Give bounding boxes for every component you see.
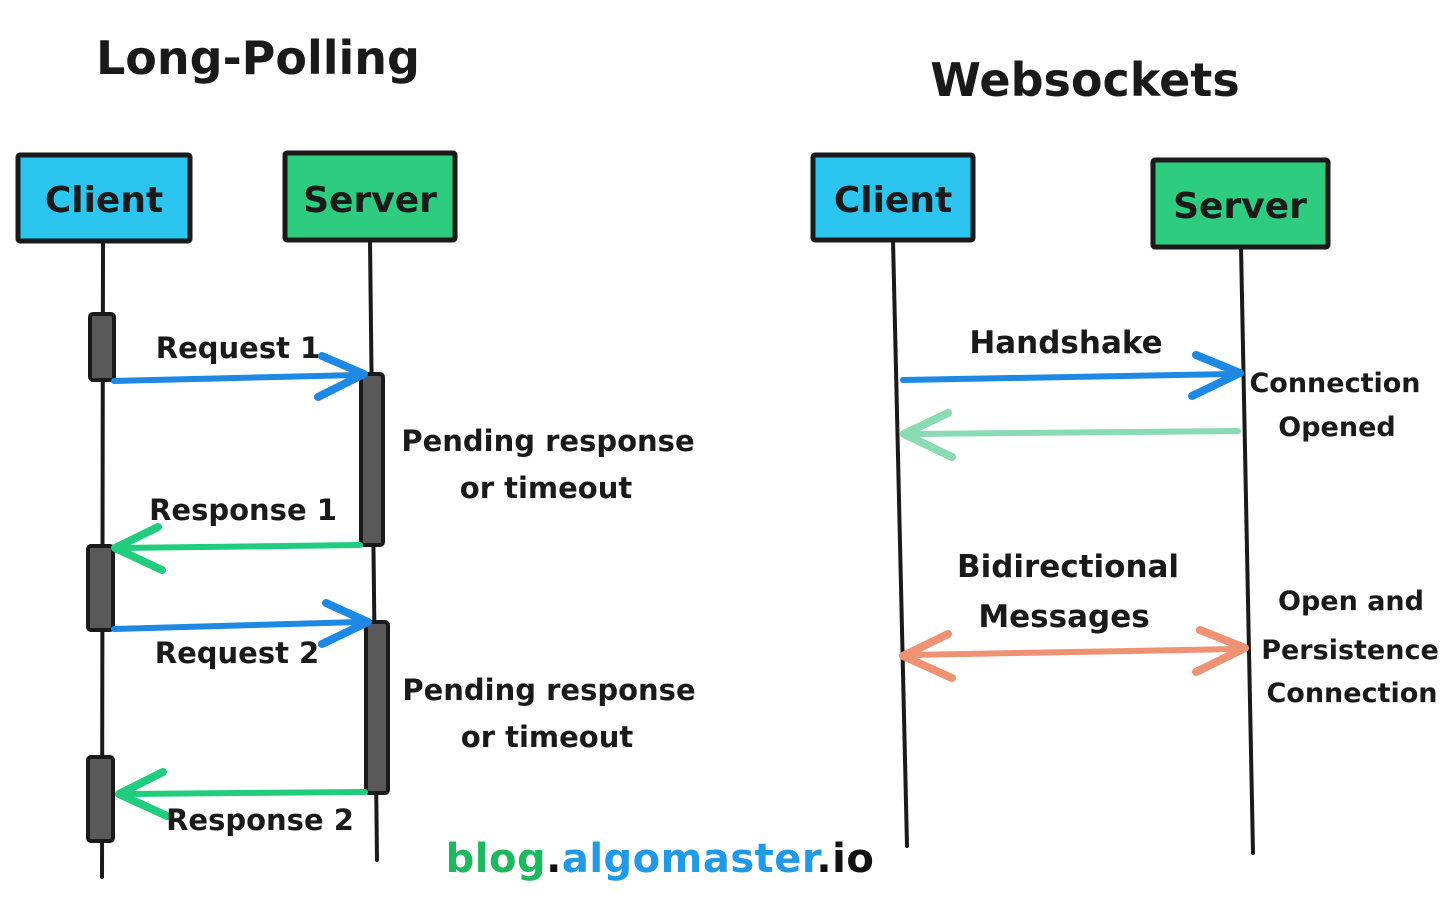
websockets-title: Websockets — [930, 53, 1239, 107]
response-2-label: Response 2 — [166, 803, 354, 837]
response-2-arrow-shaft — [122, 789, 368, 797]
bidirectional-label-line-1: Bidirectional — [957, 549, 1179, 585]
lp-client-activation-1 — [88, 312, 116, 382]
bidirectional-arrow-head-right — [1192, 626, 1249, 676]
lp-pending-note-1: Pending response or timeout — [401, 424, 694, 505]
request-2-arrow-head — [318, 599, 372, 648]
lp-message-request-1: Request 1 — [111, 331, 368, 401]
bidirectional-arrow-head-left — [899, 630, 956, 682]
pending-note-1-line-1: Pending response — [401, 424, 694, 458]
connection-opened-note-line-1: Connection — [1249, 368, 1420, 399]
ws-connection-opened-message: Connection Opened — [900, 368, 1421, 461]
long-polling-title: Long-Polling — [96, 31, 420, 85]
websockets-panel: Websockets Client Server Handshake Conne… — [810, 53, 1439, 855]
open-persistence-note-line-3: Connection — [1266, 678, 1437, 709]
logo-blog-segment: blog — [446, 836, 546, 882]
open-persistence-note-line-2: Persistence — [1261, 635, 1439, 666]
lp-pending-note-2: Pending response or timeout — [402, 673, 695, 754]
pending-note-1-line-2: or timeout — [460, 471, 633, 505]
lp-client-actor: Client — [15, 152, 193, 244]
ws-handshake-message: Handshake — [900, 325, 1244, 400]
ws-server-lifeline — [1239, 245, 1255, 855]
lp-server-actor: Server — [282, 150, 458, 243]
ws-server-box — [1150, 157, 1331, 250]
footer-logo: blog.algomaster.io — [446, 836, 875, 882]
pending-note-2-line-2: or timeout — [461, 720, 634, 754]
lp-server-box — [282, 150, 458, 243]
bidirectional-label-line-2: Messages — [978, 599, 1149, 635]
connection-opened-arrow-shaft — [909, 428, 1241, 437]
logo-dot-2: . — [816, 836, 832, 882]
open-persistence-note-line-1: Open and — [1278, 586, 1424, 617]
ws-client-box — [810, 152, 976, 243]
lp-client-activation-3 — [86, 755, 115, 843]
lp-server-label: Server — [303, 180, 437, 221]
response-1-arrow-shaft — [119, 542, 363, 551]
lp-client-activation-2 — [86, 544, 115, 632]
request-2-arrow-shaft — [111, 619, 363, 632]
pending-note-2-line-1: Pending response — [402, 673, 695, 707]
lp-server-activation-1 — [359, 372, 385, 547]
ws-client-lifeline — [891, 238, 909, 848]
handshake-arrow-head — [1188, 351, 1244, 400]
lp-message-response-2: Response 2 — [115, 768, 368, 837]
lp-client-box — [15, 152, 193, 244]
lp-message-response-1: Response 1 — [111, 493, 363, 574]
connection-opened-arrow-head — [900, 409, 956, 461]
ws-bidirectional-message: Bidirectional Messages — [899, 549, 1249, 682]
ws-client-label: Client — [834, 180, 952, 221]
long-polling-panel: Long-Polling Client Server Request 1 — [15, 31, 696, 879]
logo-dot-1: . — [546, 836, 562, 882]
response-1-label: Response 1 — [149, 493, 337, 527]
footer-logo-text: blog.algomaster.io — [446, 836, 875, 882]
connection-opened-note-line-2: Opened — [1278, 412, 1395, 443]
logo-io-segment: io — [832, 836, 874, 882]
ws-client-actor: Client — [810, 152, 976, 243]
response-2-arrow-head — [115, 768, 171, 820]
response-1-arrow-head — [111, 523, 166, 574]
logo-algomaster-segment: algomaster — [562, 836, 822, 882]
ws-server-label: Server — [1173, 186, 1307, 227]
request-2-label: Request 2 — [155, 636, 319, 670]
ws-open-persistence-note: Open and Persistence Connection — [1261, 586, 1439, 709]
handshake-label: Handshake — [969, 325, 1162, 361]
handshake-arrow-shaft — [900, 371, 1235, 383]
ws-server-actor: Server — [1150, 157, 1331, 250]
bidirectional-arrow-shaft — [907, 646, 1241, 658]
request-1-label: Request 1 — [156, 331, 320, 365]
lp-server-activation-2 — [364, 620, 390, 795]
lp-client-label: Client — [45, 180, 163, 221]
lp-message-request-2: Request 2 — [111, 599, 372, 670]
request-1-arrow-shaft — [111, 372, 361, 384]
request-1-arrow-head — [314, 352, 368, 401]
